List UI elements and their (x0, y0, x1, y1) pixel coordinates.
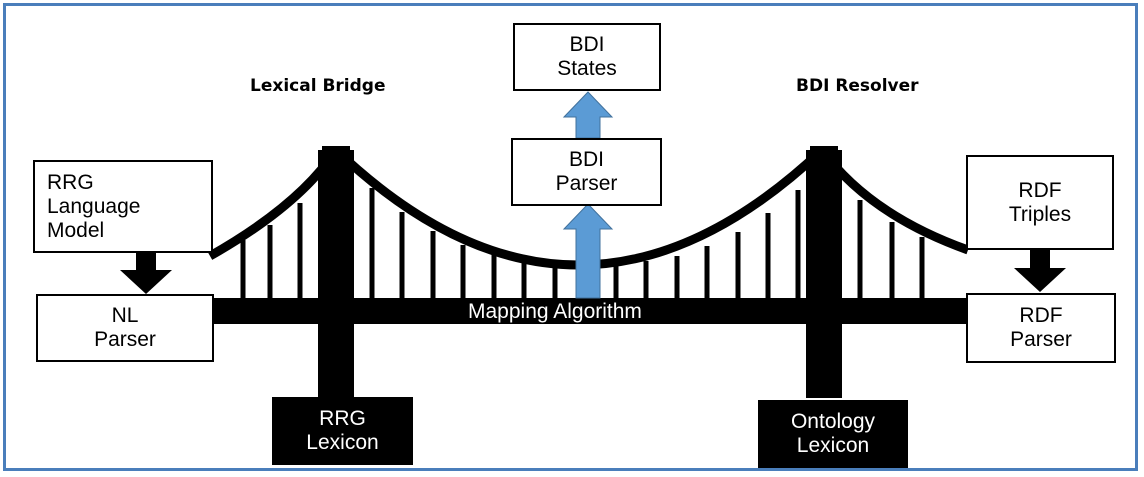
bdi-states-line-2: States (557, 57, 617, 80)
arrow-model-to-nl (120, 253, 172, 294)
rdf-parser-line-2: Parser (1010, 328, 1072, 351)
nl-parser-line-2: Parser (94, 328, 156, 351)
bdi-states-line-1: BDI (569, 33, 605, 56)
left-suspenders (240, 203, 303, 298)
rdf-parser-line-1: RDF (1019, 304, 1063, 327)
arrow-triples-to-rdf (1014, 249, 1066, 292)
right-tower (806, 150, 842, 398)
ontology-lexicon-box: Ontology Lexicon (758, 400, 908, 468)
rrg-lexicon-box: RRG Lexicon (272, 397, 413, 465)
rrg-model-line-2: Language (47, 194, 141, 218)
rrg-model-line-1: RRG (47, 170, 94, 194)
rdf-triples-line-1: RDF (1018, 178, 1062, 202)
left-tower-cap (322, 146, 350, 154)
heading-lexical-bridge: Lexical Bridge (250, 76, 386, 96)
right-suspenders (857, 200, 925, 298)
arrow-parser-up (562, 203, 614, 299)
bdi-parser-line-2: Parser (555, 172, 618, 195)
rrg-language-model-box: RRG Language Model (33, 160, 213, 253)
bdi-states-box: BDI States (513, 23, 661, 91)
right-side-cable (818, 147, 970, 255)
bdi-parser-box: BDI Parser (511, 138, 662, 206)
right-tower-cap (810, 146, 838, 154)
arrow-states-up (562, 91, 614, 139)
bdi-parser-line-1: BDI (568, 148, 604, 171)
nl-parser-box: NL Parser (36, 294, 214, 362)
left-tower (318, 150, 354, 398)
ontology-lexicon-line-2: Lexicon (796, 434, 870, 457)
rdf-triples-line-2: Triples (1008, 202, 1072, 226)
rdf-parser-box: RDF Parser (966, 293, 1116, 363)
heading-bdi-resolver: BDI Resolver (796, 76, 919, 96)
left-side-cable (207, 147, 340, 260)
rrg-model-line-3: Model (47, 218, 105, 242)
rrg-lexicon-line-1: RRG (319, 407, 366, 430)
rrg-lexicon-line-2: Lexicon (306, 431, 379, 454)
rdf-triples-box: RDF Triples (966, 155, 1114, 250)
nl-parser-line-1: NL (111, 304, 139, 327)
main-span-suspenders (369, 188, 801, 298)
ontology-lexicon-line-1: Ontology (790, 410, 876, 433)
mapping-algorithm-label: Mapping Algorithm (468, 300, 642, 323)
